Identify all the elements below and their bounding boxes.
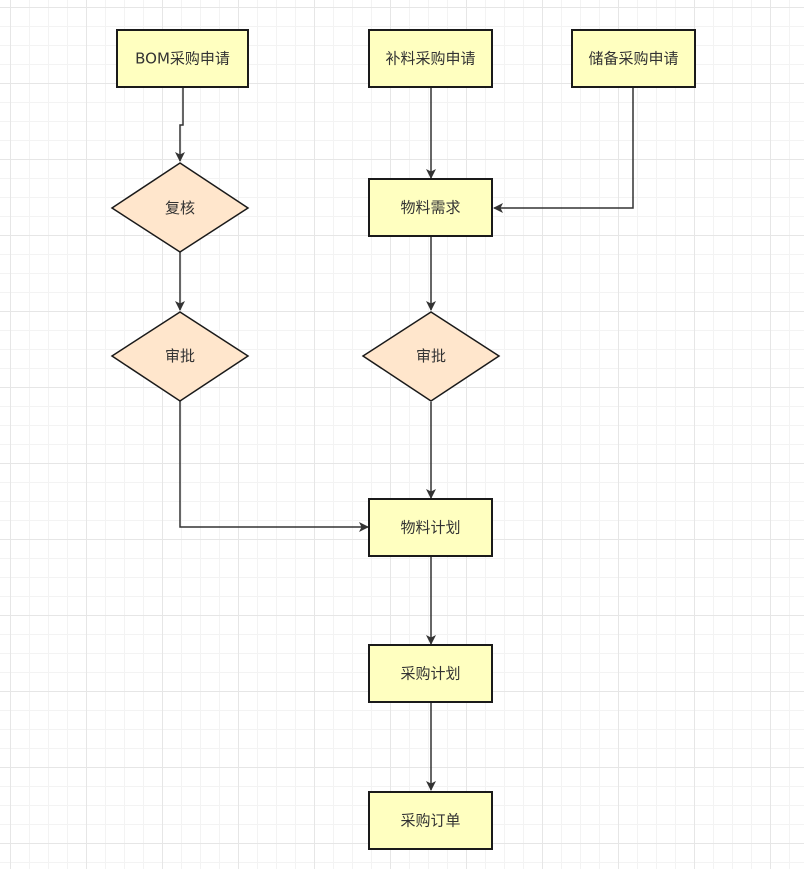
node-material-demand-label: 物料需求 (400, 199, 460, 217)
node-supplement-request-label: 补料采购申请 (385, 50, 475, 68)
node-bom-request-label: BOM采购申请 (135, 50, 230, 68)
node-purchase-order[interactable]: 采购订单 (368, 791, 493, 850)
node-purchase-plan-label: 采购计划 (400, 665, 460, 683)
edge-bom-request-to-review (175, 88, 185, 162)
node-approve-right[interactable]: 审批 (361, 311, 501, 402)
node-review-label: 复核 (165, 199, 195, 217)
node-reserve-request-label: 储备采购申请 (588, 50, 678, 68)
node-approve-right-label: 审批 (416, 347, 446, 365)
node-approve-left[interactable]: 审批 (110, 311, 250, 402)
node-reserve-request[interactable]: 储备采购申请 (571, 29, 696, 88)
node-approve-left-label: 审批 (165, 347, 195, 365)
node-supplement-request[interactable]: 补料采购申请 (368, 29, 493, 88)
edge-reserve-request-to-material-demand (493, 88, 634, 213)
node-review[interactable]: 复核 (110, 162, 250, 253)
node-material-plan-label: 物料计划 (400, 519, 460, 537)
node-material-plan[interactable]: 物料计划 (368, 498, 493, 557)
edge-approve-left-to-material-plan (179, 401, 369, 532)
node-bom-request[interactable]: BOM采购申请 (116, 29, 249, 88)
edges (175, 88, 634, 791)
node-purchase-plan[interactable]: 采购计划 (368, 644, 493, 703)
node-purchase-order-label: 采购订单 (400, 812, 460, 830)
node-material-demand[interactable]: 物料需求 (368, 178, 493, 237)
